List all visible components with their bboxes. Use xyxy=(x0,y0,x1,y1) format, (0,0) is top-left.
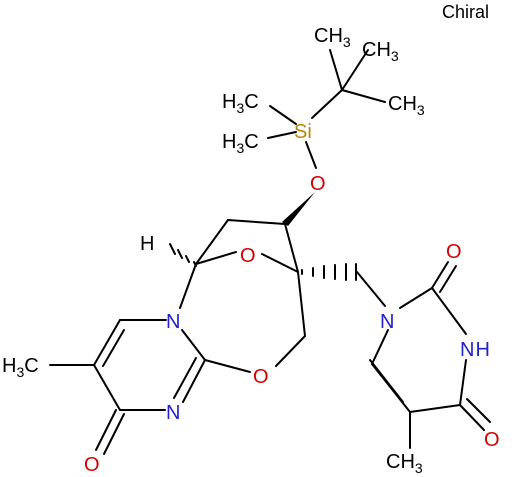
bond-o-quaternary xyxy=(261,253,299,273)
nitrogen-imine-label: N xyxy=(166,402,180,424)
chiral-annotation: Chiral xyxy=(442,2,489,22)
bond-ch2-o-ring xyxy=(275,335,306,367)
bond-thy-n3-c4 xyxy=(459,359,467,406)
bond-c4-o-double-a xyxy=(95,409,117,451)
bond-bridgehead-o xyxy=(195,251,237,265)
hydrogen-stereo-label: H xyxy=(140,233,154,255)
oxygen-carbonyl-lower-label: O xyxy=(484,429,500,451)
bond-quaternary-ch2 xyxy=(297,271,306,337)
bond-ch2-thymine-n1 xyxy=(356,271,386,307)
bond-n3-c2-inner xyxy=(173,357,197,399)
bond-si-o xyxy=(305,141,317,169)
bond-thy-c4-o-inner xyxy=(466,398,491,423)
bond-ch2-bridgehead xyxy=(195,219,229,265)
bond-tbu-si xyxy=(311,89,343,119)
oxygen-bridge-label: O xyxy=(240,245,256,267)
bond-si-methyl-lower xyxy=(267,131,297,139)
bond-si-methyl-upper xyxy=(269,105,297,125)
bond-tbu-c-methyl-top-right xyxy=(341,49,369,91)
bond-c2-n1 xyxy=(181,329,206,361)
bond-n3-c2 xyxy=(182,359,206,403)
bond-c6-c5 xyxy=(93,319,121,366)
methyl-tbu-right-label: CH3 xyxy=(388,93,425,118)
bond-thy-n1-c2 xyxy=(399,287,433,309)
wedge-bond-o-c xyxy=(282,192,315,226)
oxygen-carbonyl-upper-label: O xyxy=(446,241,462,263)
methyl-tbu-top-right-label: CH3 xyxy=(362,39,399,64)
bond-tbu-c-methyl-top-left xyxy=(329,49,343,91)
bond-thy-c4-o xyxy=(459,404,485,431)
methyl-left-label: H3C xyxy=(2,355,39,380)
bond-thy-c2-n3 xyxy=(431,287,467,335)
oxygen-ring-label: O xyxy=(253,366,269,388)
hashed-bond-ch2 xyxy=(301,263,357,281)
bond-thy-c6-n1 xyxy=(371,329,389,365)
bond-o-ring-c2 xyxy=(204,359,251,373)
nitrogen-bridgehead-label: N xyxy=(166,311,180,333)
methyl-tbu-top-left-label: CH3 xyxy=(314,25,351,50)
bond-thy-c5-c6-inner xyxy=(369,359,404,403)
atom-labels: Chiral CH3 CH3 CH3 H3C H3C Si O H O N O … xyxy=(2,2,500,476)
bond-c-ch2-top xyxy=(227,219,286,225)
methyl-si-lower-label: H3C xyxy=(222,131,259,156)
nitrogen-thymine-n1-label: N xyxy=(380,311,394,333)
bond-c6-c5-inner xyxy=(102,329,125,367)
methyl-bottom-label: CH3 xyxy=(386,451,423,476)
bond-thy-c2-o-inner xyxy=(439,265,457,293)
hashed-bond-h xyxy=(169,243,197,267)
bond-c4-o-double-b xyxy=(103,413,125,455)
bond-thy-c4-c5 xyxy=(409,404,461,413)
bond-c-quaternary xyxy=(284,223,299,273)
bond-tbu-c-methyl-right xyxy=(341,89,386,103)
oxygen-silyl-ether-label: O xyxy=(310,173,326,195)
silicon-atom-label: Si xyxy=(294,121,312,143)
bond-bridgehead-n xyxy=(179,263,197,309)
bond-c5-c4 xyxy=(93,364,121,411)
bond-thy-c2-o xyxy=(431,261,449,289)
bond-lines xyxy=(49,49,491,455)
nitrogen-thymine-n3-label: NH xyxy=(460,339,490,361)
methyl-si-upper-label: H3C xyxy=(222,91,259,116)
oxygen-carbonyl-left-label: O xyxy=(84,454,100,476)
